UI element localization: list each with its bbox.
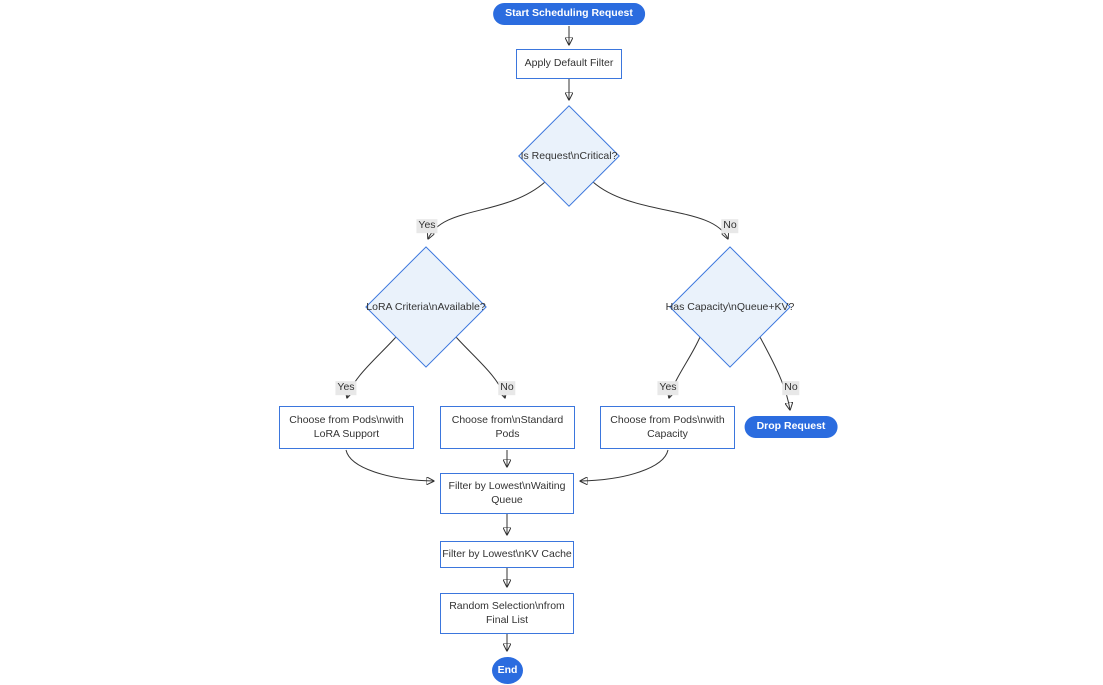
- edge-capacity-no-drop: [759, 336, 790, 410]
- node-choose-pods-capacity: Choose from Pods\nwith Capacity: [600, 406, 735, 449]
- node-apply-default-filter: Apply Default Filter: [516, 49, 622, 79]
- edge-choose-lora-filter-waiting: [345, 449, 434, 481]
- node-drop-request: Drop Request: [744, 416, 838, 438]
- node-random-selection-final-list: Random Selection\nfrom Final List: [440, 593, 574, 634]
- node-filter-lowest-waiting-queue: Filter by Lowest\nWaiting Queue: [440, 473, 574, 514]
- edge-label-capacity-yes: Yes: [657, 381, 679, 395]
- node-is-request-critical-label: Is Request\nCritical?: [520, 150, 618, 162]
- edge-critical-no-capacity: [592, 181, 728, 239]
- node-choose-pods-lora-support: Choose from Pods\nwith LoRA Support: [279, 406, 414, 449]
- node-end: End: [492, 657, 523, 684]
- edge-label-critical-no: No: [721, 219, 739, 233]
- node-start: Start Scheduling Request: [493, 3, 645, 25]
- edge-label-lora-yes: Yes: [335, 381, 357, 395]
- node-filter-lowest-kv-cache: Filter by Lowest\nKV Cache: [440, 541, 574, 568]
- node-choose-standard-pods: Choose from\nStandard Pods: [440, 406, 575, 449]
- node-lora-criteria-available-label: LoRA Criteria\nAvailable?: [366, 301, 486, 313]
- edge-label-critical-yes: Yes: [416, 219, 438, 233]
- edge-critical-yes-lora: [428, 181, 546, 239]
- node-has-capacity-queue-kv-label: Has Capacity\nQueue+KV?: [665, 301, 795, 313]
- edge-label-lora-no: No: [498, 381, 516, 395]
- edge-label-capacity-no: No: [782, 381, 800, 395]
- edge-choose-capacity-filter-waiting: [580, 449, 669, 481]
